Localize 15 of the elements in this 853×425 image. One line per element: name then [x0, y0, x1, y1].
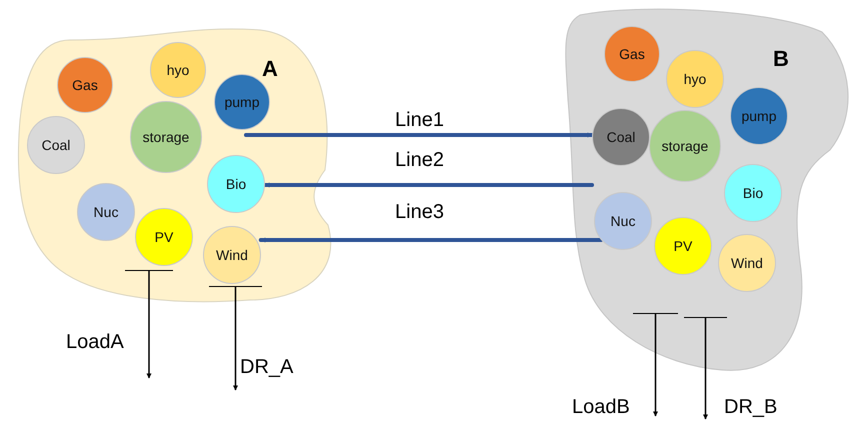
arrow — [244, 132, 594, 138]
edge-label: LoadA — [66, 332, 124, 352]
edge-label: Line1 — [395, 110, 444, 130]
arrow — [233, 287, 238, 390]
arrow — [653, 314, 658, 416]
arrow — [258, 238, 604, 242]
edge-label: Line3 — [395, 202, 444, 222]
arrow — [146, 271, 152, 378]
edge-label: DR_A — [240, 357, 294, 377]
edge-label: DR_B — [724, 397, 778, 417]
region-label: B — [773, 46, 789, 72]
edge-label: LoadB — [572, 397, 630, 417]
arrow — [262, 182, 594, 188]
edge-label: Line2 — [395, 150, 444, 170]
arrow — [703, 318, 708, 420]
